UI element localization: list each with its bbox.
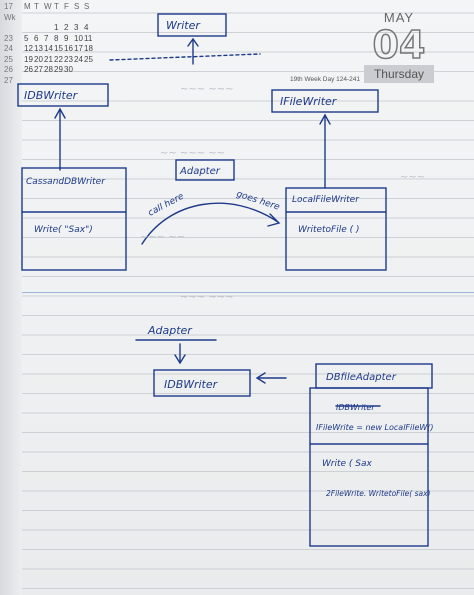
calendar-day: 25 (84, 54, 93, 64)
weekday-label: Thursday (363, 65, 434, 83)
calendar-day: 6 (34, 33, 39, 43)
adapter-label-top: Adapter (179, 166, 221, 177)
calendar-day: 8 (54, 33, 59, 43)
calendar-day: 19 (24, 54, 33, 64)
calendar-day: 27 (34, 65, 43, 74)
arrow-head (267, 213, 281, 227)
adapter-box-top (175, 159, 235, 181)
idbwriter-box-top (17, 83, 109, 107)
faint-writing: ~~~ ~~~ (180, 292, 233, 303)
ifilewriter-box (271, 89, 379, 113)
week-number: 27 (4, 75, 13, 85)
cassandra-box (21, 167, 127, 271)
arrow-head (319, 113, 331, 125)
calendar-day: 21 (44, 54, 53, 64)
call-line: 2FileWrite. WritetoFile( sax) (326, 489, 431, 498)
calendar-day: 17 (74, 44, 83, 53)
calendar-day: 26 (24, 65, 33, 74)
dashed-line (109, 53, 261, 61)
calendar-day: 14 (44, 44, 53, 53)
calendar-day: 2 (64, 23, 69, 32)
calendar-day: 12 (24, 44, 33, 53)
calendar-day: 11 (84, 33, 93, 43)
method-line: Write ( Sax (322, 459, 372, 469)
field-line: IFileWrite = new LocalFileW() (316, 423, 434, 432)
calendar-day: 9 (64, 33, 69, 43)
calendar-row: 27 (4, 76, 94, 87)
calendar-day: 15 (54, 44, 63, 53)
faint-writing: ~~ ~~~ ~~ (160, 148, 225, 159)
date-block: MAY 04 Thursday (363, 10, 434, 83)
calendar-day: 16 (64, 44, 73, 53)
struck-text: IDBWriter (336, 403, 375, 412)
faint-writing: ~~~ ~~~ (180, 84, 233, 95)
calendar-day: 20 (34, 54, 43, 64)
calendar-row: 25 19 20 21 22 23 24 25 (4, 55, 94, 66)
calendar-header: M (24, 2, 31, 11)
ifilewriter-label: IFileWriter (280, 95, 338, 108)
call-note: call here (147, 191, 186, 218)
week-number: 24 (4, 44, 13, 53)
calendar-day: 4 (84, 23, 89, 32)
calendar-day: 23 (64, 54, 73, 64)
calendar-header: W (44, 2, 52, 11)
calendar-header: F (64, 2, 69, 11)
month-label: MAY (383, 10, 415, 25)
idbwriter-label-bottom: IDBWriter (164, 378, 219, 391)
week-number: 26 (4, 65, 13, 74)
faint-writing: ~~~ ~~ (140, 232, 185, 243)
calendar-row: 23 5 6 7 8 9 10 11 (4, 34, 94, 45)
calendar-header: T (34, 2, 39, 11)
calendar-day: 7 (44, 33, 49, 43)
call-arrow (141, 202, 279, 245)
dbfileadapter-box (309, 387, 429, 547)
mini-calendar: 17 Wk M T W T F S S 1 2 3 4 23 5 6 7 8 9… (4, 2, 94, 86)
goes-note: goes here (235, 189, 281, 212)
arrow-head (255, 372, 266, 384)
dbfileadapter-title: DBfileAdapter (326, 372, 397, 383)
calendar-day: 10 (74, 33, 83, 43)
writer-box (157, 13, 227, 37)
calendar-header: S (84, 2, 90, 11)
calendar-day: 29 (54, 65, 63, 74)
localfile-method: WritetoFile ( ) (298, 225, 360, 235)
calendar-day: 1 (54, 23, 59, 32)
calendar-day: 22 (54, 54, 63, 64)
calendar-day: 28 (44, 65, 53, 74)
week-label: 17 Wk (4, 2, 16, 22)
cassandra-method: Write( "Sax") (34, 225, 93, 235)
calendar-day: 30 (64, 65, 73, 74)
section-divider (0, 292, 474, 293)
arrow-head (54, 107, 66, 119)
writer-label: Writer (166, 19, 201, 32)
idbwriter-label-top: IDBWriter (24, 89, 79, 102)
week-info: 19th Week Day 124-241 (290, 76, 360, 83)
calendar-day: 5 (24, 33, 29, 43)
arrow-head (187, 37, 199, 47)
calendar-day: 24 (74, 54, 83, 64)
calendar-row: 24 12 13 14 15 16 17 18 (4, 44, 94, 55)
binding-spine (0, 0, 22, 595)
day-number: 04 (372, 23, 426, 67)
localfile-title: LocalFileWriter (292, 195, 360, 205)
adapter-label-bottom: Adapter (147, 324, 193, 337)
faint-writing: ~~~ (400, 172, 425, 183)
arrow-head (174, 354, 186, 365)
calendar-day: 18 (84, 44, 93, 53)
calendar-day: 13 (34, 44, 43, 53)
calendar-row: 26 26 27 28 29 30 (4, 65, 94, 76)
calendar-day: 3 (74, 23, 79, 32)
cassandra-title: CassandDBWriter (26, 177, 106, 187)
idbwriter-box-bottom (153, 369, 251, 397)
week-number: 25 (4, 54, 13, 64)
calendar-header: S (74, 2, 80, 11)
week-number: 23 (4, 33, 13, 43)
calendar-row: 1 2 3 4 (4, 23, 94, 34)
localfile-box (285, 187, 387, 271)
calendar-header: T (54, 2, 59, 11)
